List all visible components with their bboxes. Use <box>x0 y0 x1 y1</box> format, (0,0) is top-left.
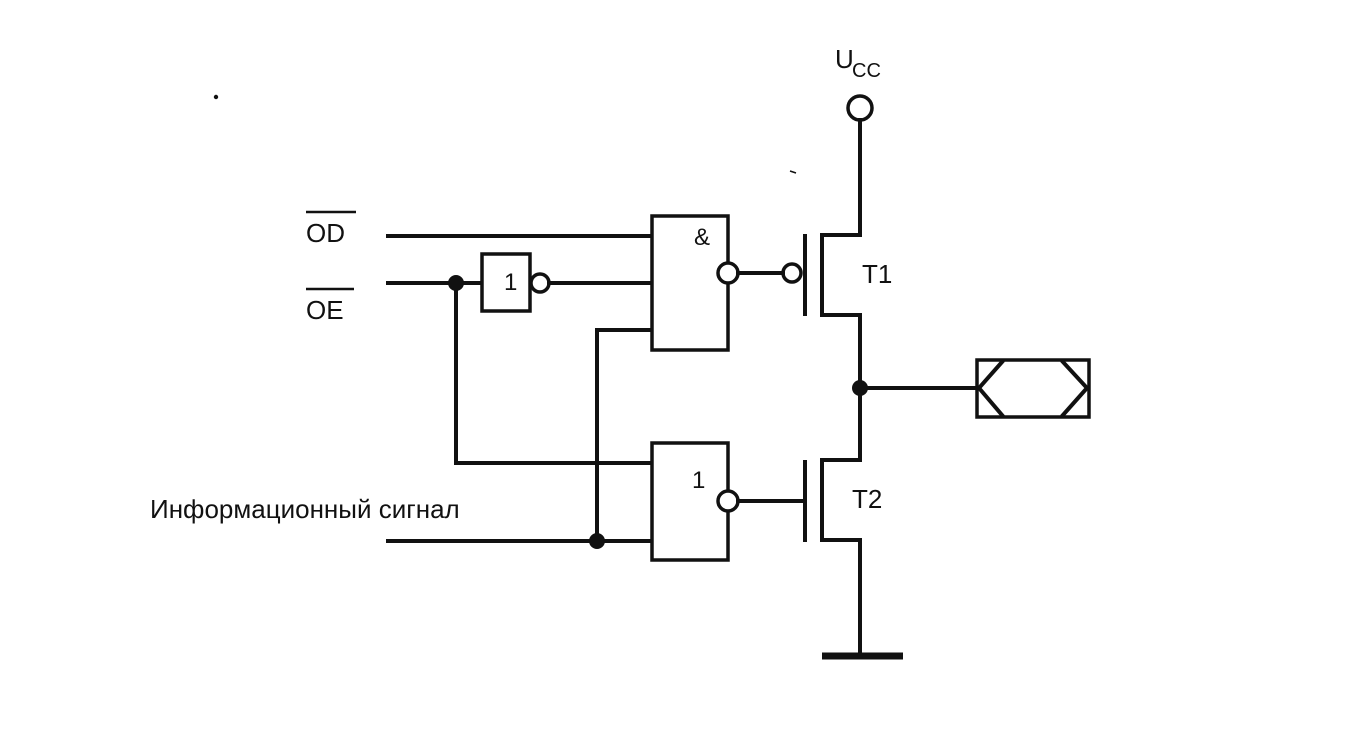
supply-terminal <box>846 94 874 122</box>
output-terminal <box>975 358 1091 419</box>
speck <box>789 170 797 174</box>
inverter-symbol: 1 <box>504 269 517 296</box>
oe-label: OE <box>306 287 354 325</box>
and-gate <box>650 214 740 352</box>
oe-label-text: OE <box>306 295 344 325</box>
info-signal-label: Информационный сигнал <box>150 494 460 524</box>
t1-label: T1 <box>862 259 892 289</box>
t2-label: T2 <box>852 484 882 514</box>
od-label-text: OD <box>306 218 345 248</box>
and-symbol: & <box>694 224 710 251</box>
transistor-t1 <box>781 233 862 317</box>
supply-label: U CC <box>835 44 881 82</box>
od-label: OD <box>306 210 356 248</box>
or-gate <box>650 441 740 562</box>
or-symbol: 1 <box>692 467 705 494</box>
supply-label-main: U <box>835 44 854 74</box>
supply-label-sub: CC <box>852 60 881 82</box>
speck <box>213 94 219 100</box>
